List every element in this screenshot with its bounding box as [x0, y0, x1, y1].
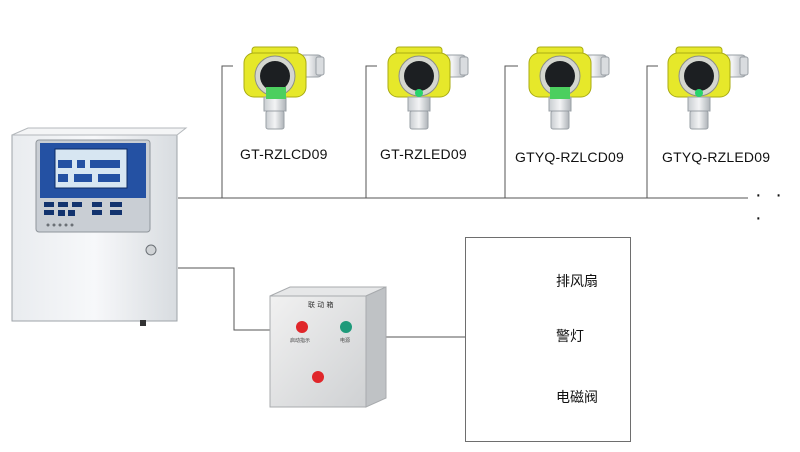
- linkage-start-label: 启动指示: [290, 338, 311, 344]
- output-label-fan: 排风扇: [556, 274, 598, 290]
- detector-label-3: GTYQ-RZLCD09: [515, 149, 624, 165]
- output-devices-box: [465, 237, 631, 442]
- linkage-box: [269, 286, 387, 408]
- linkage-stop-button: [312, 371, 324, 383]
- output-label-light: 警灯: [556, 329, 584, 345]
- detector-unit-1: [243, 46, 325, 130]
- linkage-box-title: 联 动 箱: [308, 301, 334, 309]
- wiring: [178, 65, 748, 338]
- detector-unit-3: [528, 46, 610, 130]
- linkage-start-button: [296, 321, 308, 333]
- linkage-power-label: 电源: [340, 338, 351, 344]
- output-label-valve: 电磁阀: [556, 390, 598, 406]
- detector-label-1: GT-RZLCD09: [240, 146, 328, 162]
- linkage-power-button: [340, 321, 352, 333]
- detector-label-4: GTYQ-RZLED09: [662, 149, 771, 165]
- detector-unit-2: [387, 46, 469, 130]
- detector-unit-4: [667, 46, 749, 130]
- gas-alarm-controller: [11, 127, 188, 326]
- detector-label-2: GT-RZLED09: [380, 146, 467, 162]
- bus-continuation: · · ·: [755, 184, 786, 229]
